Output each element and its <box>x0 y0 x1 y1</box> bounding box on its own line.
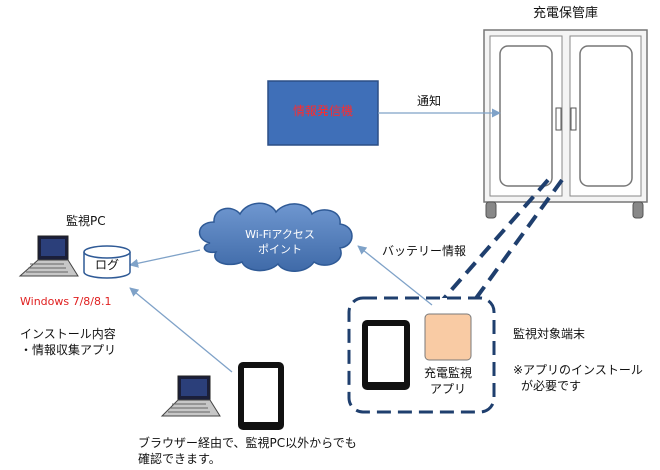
charge-app-line2: アプリ <box>429 382 466 396</box>
wireless-link-line <box>464 178 564 314</box>
app-note-line2: が必要です <box>521 379 582 393</box>
monitored-device-label: 監視対象端末 <box>513 327 586 341</box>
laptop-icon <box>18 235 79 277</box>
log-arrow <box>129 249 201 268</box>
install-title: インストール内容 <box>20 327 116 341</box>
tablet-icon <box>238 362 284 430</box>
battery-info-label: バッテリー情報 <box>382 244 467 258</box>
browser-arrow <box>129 287 233 373</box>
wifi-label-line2: ポイント <box>258 243 302 256</box>
windows-versions-label: Windows 7/8/8.1 <box>20 295 112 308</box>
info-device-label: 情報発信機 <box>292 104 353 118</box>
notify-label: 通知 <box>417 94 442 108</box>
browser-note-line1: ブラウザー経由で、監視PC以外からでも <box>138 436 357 450</box>
wireless-link-line <box>430 178 550 314</box>
log-label: ログ <box>94 258 119 272</box>
database-icon <box>83 245 131 279</box>
storage-title: 充電保管庫 <box>533 6 599 21</box>
charge-app-icon <box>424 313 472 361</box>
battery-info-arrow <box>357 245 433 306</box>
install-item: ・情報収集アプリ <box>20 343 117 357</box>
charge-app-line1: 充電監視 <box>423 366 472 380</box>
laptop-icon <box>160 375 221 417</box>
monitor-pc-label: 監視PC <box>66 214 106 228</box>
wifi-label-line1: Wi-Fiアクセス <box>245 228 315 241</box>
browser-note-line2: 確認できます。 <box>138 452 221 466</box>
cloud-icon <box>198 202 353 272</box>
tablet-icon <box>362 320 410 390</box>
app-note-line1: ※アプリのインストール <box>513 363 643 377</box>
storage-cabinet-icon <box>483 29 648 219</box>
